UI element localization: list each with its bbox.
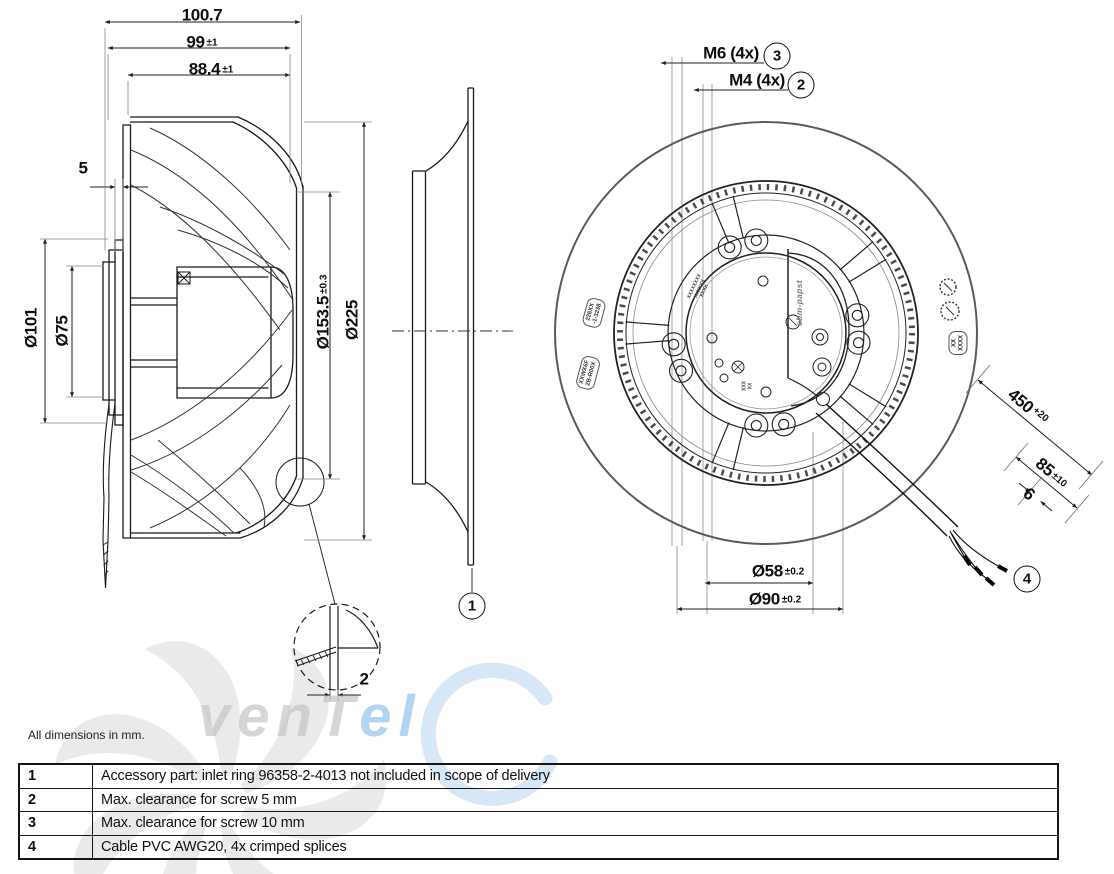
dim-inlet-diameter-value: Ø153.5 [313,296,333,350]
table-row: 1 Accessory part: inlet ring 96358-2-401… [20,765,1057,788]
table-row: 4 Cable PVC AWG20, 4x crimped splices [20,834,1057,859]
detail-callout-drawing [275,457,381,701]
row-text: Cable PVC AWG20, 4x crimped splices [101,839,347,856]
dim-flange-od: Ø101 [21,308,41,348]
row-number: 2 [20,788,93,812]
side-view-drawing [102,116,304,589]
screw-bosses [661,228,871,438]
dim-bolt-circle-m4-value: Ø58 [751,561,783,581]
dim-impeller-depth-value: 88.4 [188,59,221,79]
dim-flange-offset: 5 [78,158,88,178]
dim-bolt-circle-m6: Ø90±0.2 [749,591,801,608]
brand-logo-text: ebm-papst [794,280,804,326]
watermark-swoosh [420,662,558,806]
table-row: 2 Max. clearance for screw 5 mm [20,787,1057,812]
row-number: 1 [20,765,93,788]
watermark-fan-icon [50,617,406,874]
watermark-logo-blue: el [359,684,422,749]
dim-inlet-diameter: Ø153.5±0.3 [313,274,333,350]
dim-detail-gap: 2 [359,669,369,689]
inner-label-microtext: XXX XX [741,380,754,392]
serial-stamp: XX XXXX [948,330,968,356]
label-m6-screws: M6 (4x) [703,43,759,63]
row-number: 4 [20,835,93,859]
motor-plate-details [706,249,850,407]
callout-4-cable: 4 [1013,565,1041,593]
dim-inlet-diameter-tol: ±0.3 [318,274,330,295]
side-view-blade-curves [130,127,294,537]
watermark-logo: venTel [198,688,422,746]
cable-drawing [815,403,1008,587]
row-text: Max. clearance for screw 10 mm [101,815,305,832]
dim-impeller-od: Ø225 [342,300,362,340]
legend-table: 1 Accessory part: inlet ring 96358-2-401… [18,763,1059,861]
callout-2-m4: 2 [787,71,815,99]
rear-view-drawing [554,57,1104,614]
dim-bolt-circle-m4-tol: ±0.2 [784,566,805,578]
side-view-dimensions [40,15,372,541]
dim-flange-id: Ø75 [52,315,72,347]
dim-bolt-circle-m4: Ø58±0.2 [752,563,804,580]
dim-assembly-depth-tol: ±1 [206,37,218,49]
dimensions-note: All dimensions in mm. [28,728,145,742]
dim-assembly-depth: 99±1 [186,34,217,51]
dim-impeller-depth-tol: ±1 [222,64,234,76]
callout-3-m6: 3 [763,42,791,70]
watermark-logo-gray: venT [198,684,360,749]
label-m4-screws: M4 (4x) [729,70,785,90]
date-stamp-icons [939,278,960,321]
callout-1-inlet-ring: 1 [458,592,486,620]
rear-view-dimensions [660,61,1104,611]
dim-bolt-circle-m6-tol: ±0.2 [781,594,802,606]
dim-impeller-depth: 88.4±1 [189,61,234,78]
dim-assembly-depth-value: 99 [186,32,205,52]
dim-total-depth: 100.7 [181,5,223,25]
row-text: Max. clearance for screw 5 mm [101,791,297,808]
dim-bolt-circle-m6-value: Ø90 [748,589,780,609]
table-row: 3 Max. clearance for screw 10 mm [20,811,1057,835]
inlet-ring-profile [392,87,513,592]
row-number: 3 [20,812,93,835]
row-text: Accessory part: inlet ring 96358-2-4013 … [101,768,550,785]
